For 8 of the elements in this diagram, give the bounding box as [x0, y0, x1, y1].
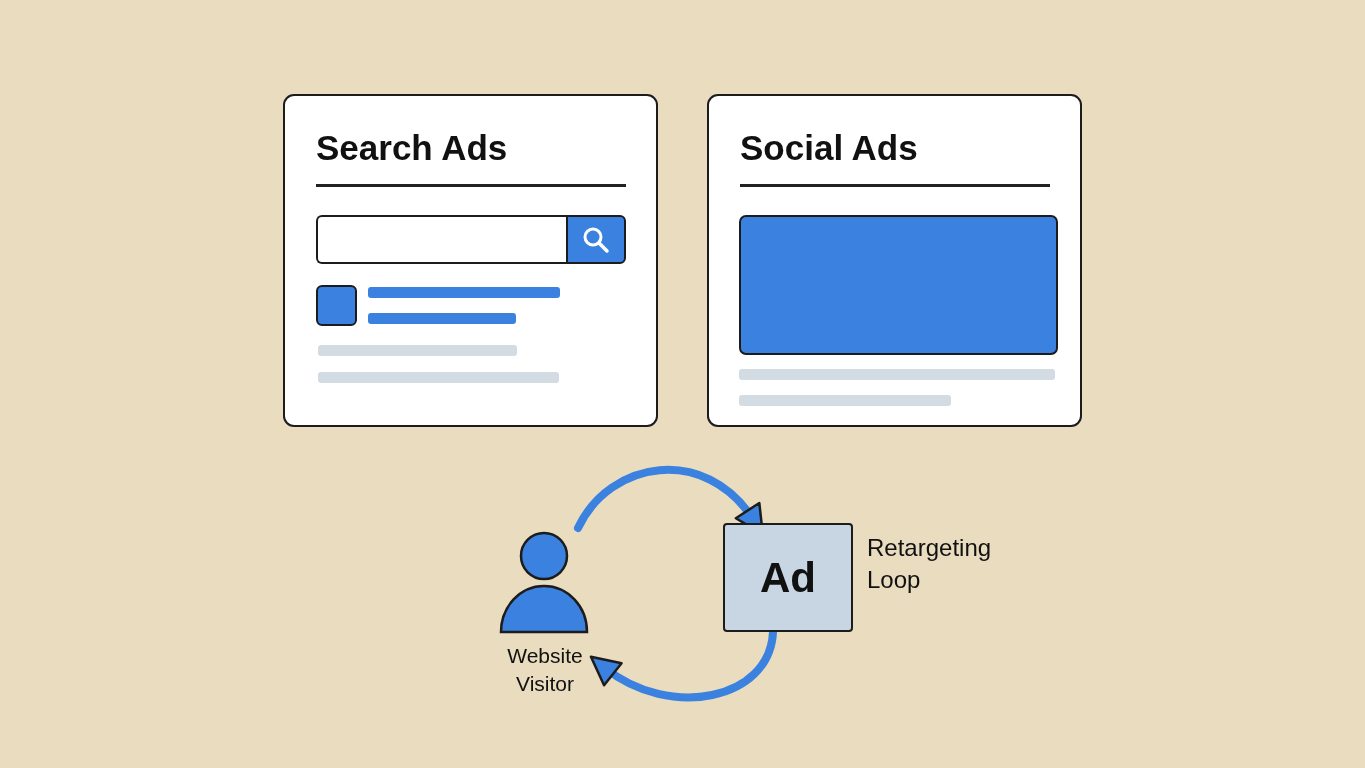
caption-text: Retargeting Loop [867, 533, 993, 595]
card-title: Search Ads [316, 128, 508, 168]
person-label: Website Visitor [506, 643, 584, 697]
ad-box: Ad [723, 523, 853, 632]
loop-arrow [574, 466, 766, 535]
card-title: Social Ads [740, 128, 918, 168]
ad-card [707, 94, 1082, 427]
ad-card [283, 94, 658, 427]
